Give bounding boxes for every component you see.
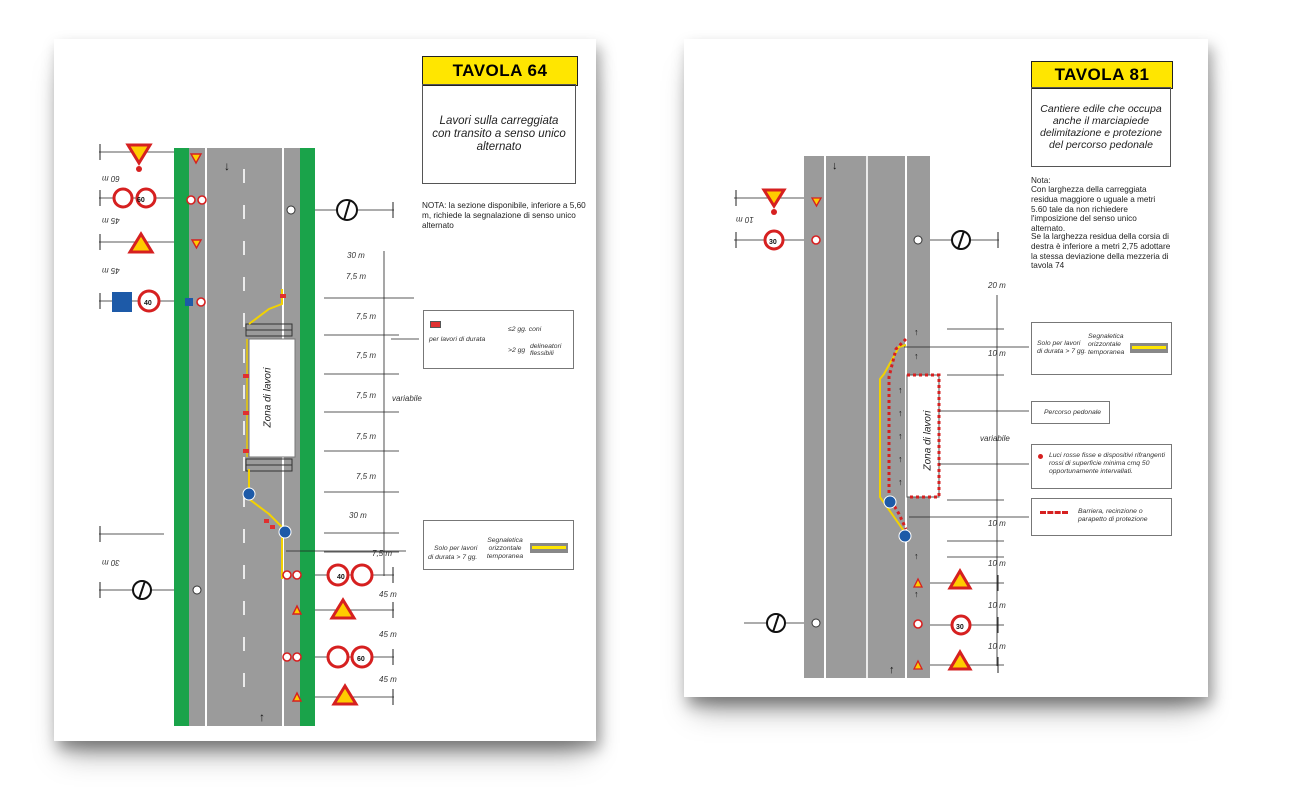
keep-right-sign-icon <box>242 487 256 501</box>
legend-road-marking: Solo per lavori di durata > 7 gg. Segnal… <box>423 520 574 570</box>
dimension-ticks <box>286 251 419 576</box>
distance-label-left: 10 m <box>736 215 754 224</box>
distance-label: 30 m <box>349 511 367 520</box>
work-zone <box>248 338 296 458</box>
svg-text:↑: ↑ <box>898 454 903 464</box>
distance-label: 10 m <box>988 349 1006 358</box>
distance-label: 10 m <box>988 559 1006 568</box>
distance-label: 10 m <box>988 601 1006 610</box>
tavola-64-sheet: TAVOLA 64 Lavori sulla carreggiata con t… <box>54 39 596 741</box>
dimension-ticks <box>904 295 1029 666</box>
arrow-down-icon: ↓ <box>832 160 838 172</box>
svg-text:↑: ↑ <box>898 477 903 487</box>
tavola-64-note: NOTA: la sezione disponibile, inferiore … <box>422 201 586 230</box>
arrow-up-icon: ↑ <box>889 664 895 676</box>
work-zone-label: Zona di lavori <box>262 367 274 428</box>
svg-text:40: 40 <box>144 300 152 307</box>
legend-cones: per lavori di durata ≤2 gg. coni >2 gg d… <box>423 310 574 369</box>
tavola-64-description: Lavori sulla carreggiata con transito a … <box>422 84 576 184</box>
tavola-81-sheet: TAVOLA 81 Cantiere edile che occupa anch… <box>684 39 1208 697</box>
distance-label: 7,5 m <box>356 312 377 321</box>
svg-text:↑: ↑ <box>914 327 919 337</box>
keep-right-sign-icon <box>883 495 897 509</box>
distance-label-left: 30 m <box>102 558 120 567</box>
distance-label: 45 m <box>379 675 397 684</box>
tavola-81-note-1: Con larghezza della carreggiata residua … <box>1031 185 1156 234</box>
arrow-up-icon: ↑ <box>259 710 265 724</box>
distance-label-left: 45 m <box>102 216 120 225</box>
roadside-small-signs <box>185 153 303 702</box>
svg-text:↑: ↑ <box>898 431 903 441</box>
svg-text:↑: ↑ <box>914 551 919 561</box>
distance-label: 7,5 m <box>356 391 377 400</box>
distance-label: 7,5 m <box>356 432 377 441</box>
legend-pedestrian-path: Percorso pedonale <box>1031 401 1110 424</box>
svg-text:↑: ↑ <box>914 351 919 361</box>
svg-text:↑: ↑ <box>914 589 919 599</box>
distance-label: 20 m <box>988 281 1006 290</box>
svg-text:40: 40 <box>337 574 345 581</box>
work-zone <box>906 374 940 498</box>
svg-text:↑: ↑ <box>898 408 903 418</box>
variabile-label: variabile <box>392 394 422 403</box>
green-verge-right <box>300 148 315 726</box>
distance-label: 7,5 m <box>346 272 367 281</box>
green-verge-left <box>174 148 189 726</box>
legend-red-lights: Luci rosse fisse e dispositivi rifrangen… <box>1031 444 1172 489</box>
variabile-label: variabile <box>980 434 1010 443</box>
distance-label: 45 m <box>379 590 397 599</box>
svg-text:60: 60 <box>137 197 145 204</box>
tavola-64-title: TAVOLA 64 <box>422 56 578 86</box>
distance-label: 7,5 m <box>372 549 393 558</box>
left-signs <box>99 143 174 600</box>
tavola-64-diagram: ↓ ↑ <box>99 143 419 726</box>
tavola-81-note-title: Nota: <box>1031 176 1051 185</box>
distance-label: 45 m <box>379 630 397 639</box>
svg-text:60: 60 <box>357 656 365 663</box>
distance-label-left: 45 m <box>102 266 120 275</box>
tavola-81-description: Cantiere edile che occupa anche il marci… <box>1031 87 1171 167</box>
legend-road-marking: Solo per lavori di durata > 7 gg. Segnal… <box>1031 322 1172 375</box>
distance-label-left: 60 m <box>102 174 120 183</box>
keep-right-sign-icon <box>278 525 292 539</box>
svg-text:↑: ↑ <box>898 385 903 395</box>
distance-label: 7,5 m <box>356 472 377 481</box>
distance-label: 30 m <box>347 251 365 260</box>
arrow-down-icon: ↓ <box>224 159 230 173</box>
work-zone-label: Zona di lavori <box>922 410 934 471</box>
legend-barrier: Barriera, recinzione o parapetto di prot… <box>1031 498 1172 536</box>
svg-text:30: 30 <box>956 624 964 631</box>
tavola-81-note-2: Se la larghezza residua della corsia di … <box>1031 232 1171 271</box>
pedestrian-arrows: ↑ ↑ ↑ ↑ ↑ ↑ ↑ ↑ ↑ <box>898 327 919 599</box>
distance-label: 10 m <box>988 519 1006 528</box>
tavola-81-title: TAVOLA 81 <box>1031 61 1173 89</box>
right-signs: 40 60 <box>315 199 394 706</box>
svg-text:30: 30 <box>769 239 777 246</box>
distance-label: 7,5 m <box>356 351 377 360</box>
keep-right-sign-icon <box>898 529 912 543</box>
distance-label: 10 m <box>988 642 1006 651</box>
tavola-81-diagram: ↓ ↑ ↑ ↑ ↑ ↑ ↑ ↑ ↑ ↑ ↑ 30 30 <box>734 156 1029 678</box>
